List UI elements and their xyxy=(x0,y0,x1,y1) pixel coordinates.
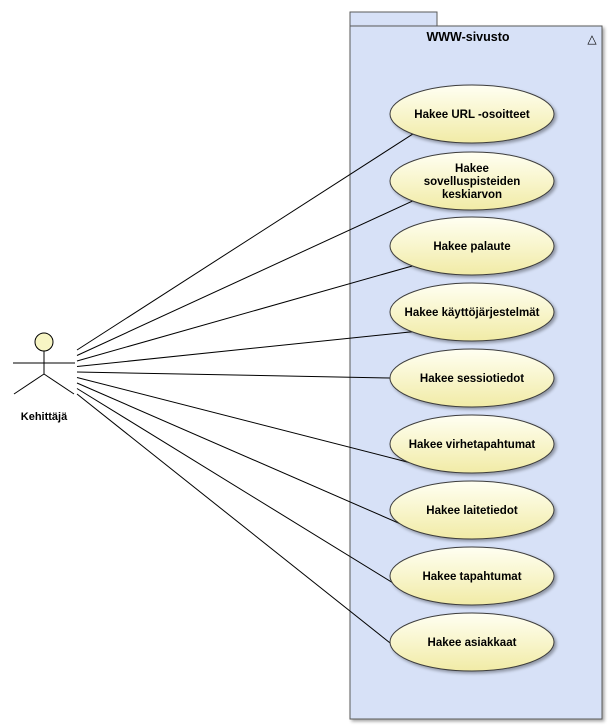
collapse-icon[interactable]: △ xyxy=(587,32,597,46)
use-case-ellipse xyxy=(389,216,555,276)
association-line xyxy=(76,377,414,465)
use-case[interactable]: Hakee asiakkaat xyxy=(389,612,555,672)
use-case-ellipse xyxy=(389,84,555,144)
use-case-ellipse xyxy=(389,282,555,342)
association-line xyxy=(76,265,414,362)
association-line xyxy=(76,388,414,597)
use-case-ellipse xyxy=(389,348,555,408)
use-case-label: Hakee URL -osoitteet xyxy=(414,109,530,121)
actor-label: Kehittäjä xyxy=(21,411,68,423)
actor-left-leg xyxy=(13,373,45,395)
use-case-label: sovelluspisteiden xyxy=(424,176,521,188)
use-case-ellipse xyxy=(389,414,555,474)
use-case-label: Hakee laitetiedot xyxy=(426,505,518,517)
use-case[interactable]: Hakee laitetiedot xyxy=(389,480,555,540)
use-case[interactable]: Hakee sessiotiedot xyxy=(389,348,555,408)
use-case[interactable]: Hakee käyttöjärjestelmät xyxy=(389,282,555,342)
association-line xyxy=(76,200,414,356)
actor-head xyxy=(34,332,54,352)
association-line xyxy=(76,331,414,367)
use-case-list: Hakee URL -osoitteetHakeesovelluspisteid… xyxy=(389,84,555,672)
use-case[interactable]: Hakee tapahtumat xyxy=(389,546,555,606)
use-case-label: Hakee palaute xyxy=(433,241,510,253)
association-line xyxy=(76,393,414,662)
system-boundary-tab xyxy=(349,11,438,27)
use-case-label: Hakee asiakkaat xyxy=(428,637,517,649)
use-case-label: Hakee virhetapahtumat xyxy=(409,439,536,451)
association-line xyxy=(76,133,414,351)
use-case-ellipse xyxy=(389,151,555,211)
actor-right-leg xyxy=(43,373,75,395)
use-case[interactable]: Hakee URL -osoitteet xyxy=(389,84,555,144)
use-case-label: Hakee sessiotiedot xyxy=(420,373,524,385)
use-case[interactable]: Hakee palaute xyxy=(389,216,555,276)
use-case[interactable]: Hakee virhetapahtumat xyxy=(389,414,555,474)
use-case-ellipse xyxy=(389,612,555,672)
use-case-ellipse xyxy=(389,480,555,540)
association-lines xyxy=(76,133,414,662)
association-line xyxy=(76,382,414,531)
actor-kehittaja[interactable]: Kehittäjä xyxy=(13,332,75,423)
use-case-label: Hakee käyttöjärjestelmät xyxy=(405,307,540,319)
use-case-label: Hakee tapahtumat xyxy=(422,571,521,583)
association-line xyxy=(76,371,391,379)
system-title: WWW-sivusto xyxy=(426,30,509,44)
use-case-label: Hakee xyxy=(455,163,489,175)
use-case-ellipse xyxy=(389,546,555,606)
use-case-label: keskiarvon xyxy=(442,189,502,201)
